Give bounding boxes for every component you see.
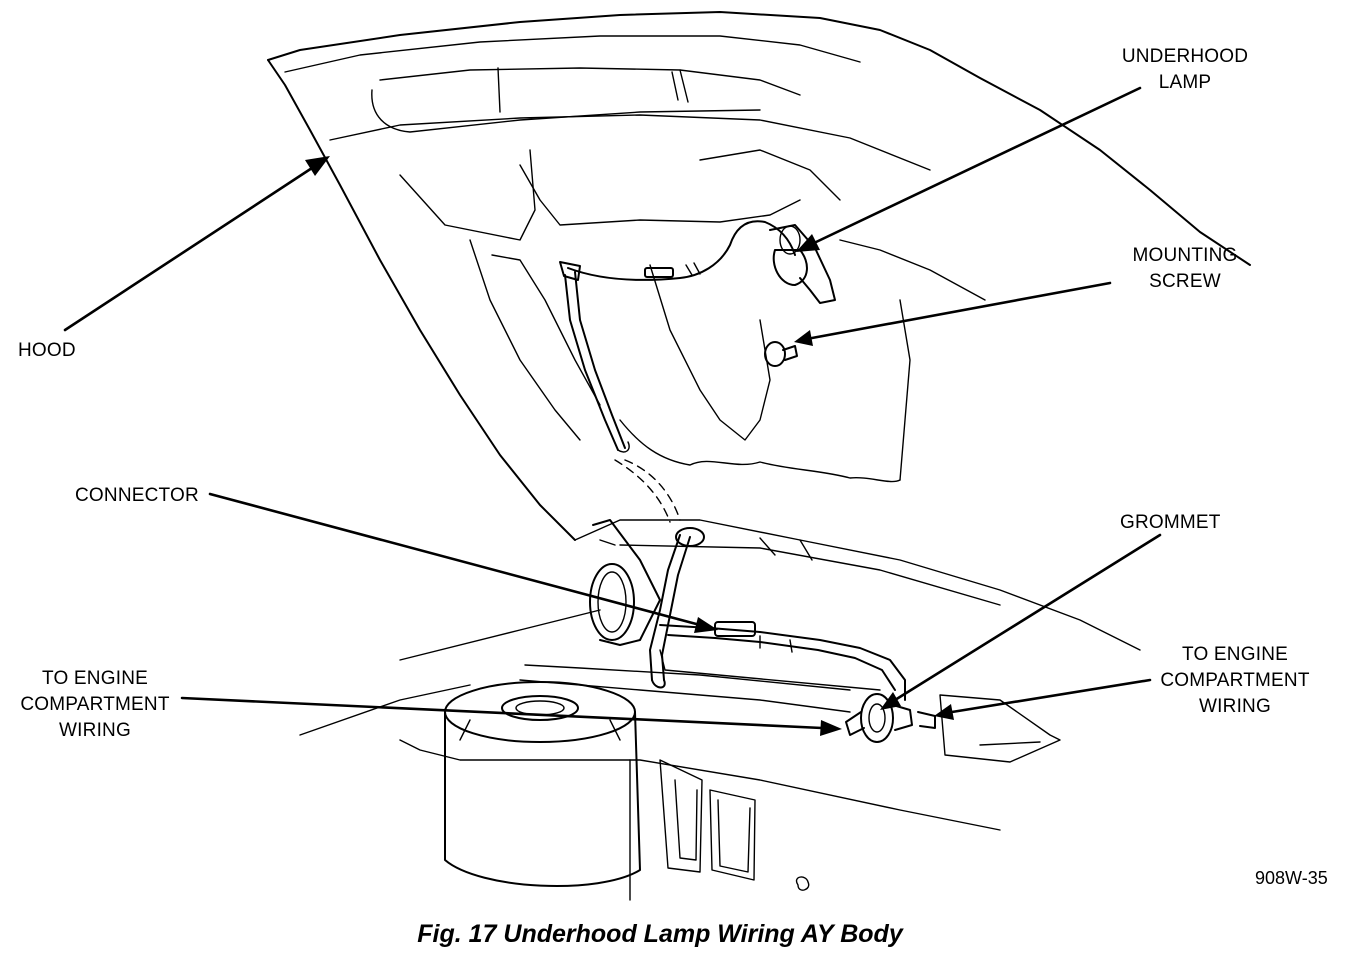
label-to-engine-right-line2: COMPARTMENT — [1160, 670, 1310, 691]
hood-hinge — [589, 519, 661, 646]
arrowhead-to-engine-wiring-right — [934, 704, 954, 720]
leader-to-engine-wiring-right — [950, 678, 1152, 714]
leader-underhood-lamp — [812, 86, 1142, 245]
hood-wiring-harness — [559, 220, 796, 523]
label-to-engine-left-line3: WIRING — [59, 720, 131, 741]
leader-hood — [63, 166, 314, 332]
label-mounting-screw-line2: SCREW — [1149, 271, 1221, 292]
arrowhead-underhood-lamp — [796, 234, 820, 252]
leader-to-engine-wiring-left — [180, 696, 824, 730]
leader-mounting-screw — [810, 281, 1112, 340]
label-hood: HOOD — [18, 340, 76, 361]
underhood-lamp — [769, 224, 836, 304]
arrowhead-mounting-screw — [794, 330, 813, 346]
arrowhead-hood — [305, 156, 330, 176]
label-grommet: GROMMET — [1120, 512, 1221, 533]
hood-panel — [267, 11, 1251, 541]
label-underhood-lamp-line2: LAMP — [1158, 72, 1212, 93]
engine-component-cylinder — [444, 681, 641, 887]
figure-caption: Fig. 17 Underhood Lamp Wiring AY Body — [417, 920, 903, 948]
label-underhood-lamp-line1: UNDERHOOD — [1121, 46, 1249, 67]
leader-connector — [208, 492, 702, 627]
label-connector: CONNECTOR — [75, 485, 199, 506]
label-to-engine-left-line2: COMPARTMENT — [20, 694, 170, 715]
leader-grommet — [893, 533, 1162, 702]
label-mounting-screw-line1: MOUNTING — [1132, 245, 1238, 266]
arrowhead-connector — [694, 617, 718, 633]
label-mounting-screw: MOUNTING SCREW — [1090, 243, 1280, 295]
leader-lines — [63, 86, 1162, 736]
label-to-engine-right-line3: WIRING — [1199, 696, 1271, 717]
figure-reference-code: 908W-35 — [1255, 868, 1328, 888]
arrowhead-grommet — [880, 692, 901, 710]
label-to-engine-left-line1: TO ENGINE — [42, 668, 148, 689]
label-underhood-lamp: UNDERHOOD LAMP — [1100, 44, 1270, 96]
arrowhead-to-engine-wiring-left — [820, 720, 842, 736]
label-to-engine-right-line1: TO ENGINE — [1182, 644, 1288, 665]
mounting-screw — [764, 341, 798, 367]
label-to-engine-wiring-left: TO ENGINE COMPARTMENT WIRING — [0, 666, 190, 744]
label-to-engine-wiring-right: TO ENGINE COMPARTMENT WIRING — [1140, 642, 1330, 720]
lower-wiring-harness — [649, 527, 936, 743]
